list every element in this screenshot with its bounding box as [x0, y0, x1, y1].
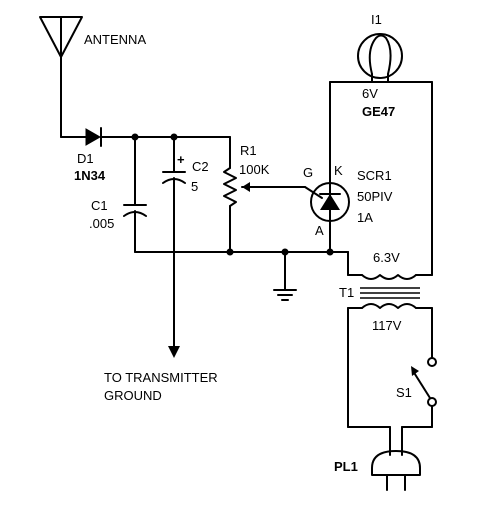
cathode-label: K — [334, 163, 343, 178]
d1-part-label: 1N34 — [74, 168, 106, 183]
capacitor-c1 — [123, 136, 147, 253]
c2-polarity-label: + — [177, 152, 185, 167]
lamp-voltage-label: 6V — [362, 86, 378, 101]
potentiometer-r1 — [223, 136, 306, 253]
scr-rating-label: 50PIV — [357, 189, 393, 204]
scr-current-label: 1A — [357, 210, 373, 225]
scr-ref-label: SCR1 — [357, 168, 392, 183]
c1-value-label: .005 — [89, 216, 114, 231]
c1-ref-label: C1 — [91, 198, 108, 213]
d1-ref-label: D1 — [77, 151, 94, 166]
antenna-symbol — [39, 16, 83, 138]
ground-note-line1: TO TRANSMITTER — [104, 370, 218, 385]
t1-ref-label: T1 — [339, 285, 354, 300]
lamp-i1 — [329, 33, 433, 83]
antenna-label: ANTENNA — [84, 32, 146, 47]
junction-dot — [226, 248, 234, 256]
c2-ref-label: C2 — [192, 159, 209, 174]
c2-value-label: 5 — [191, 179, 198, 194]
diode-d1 — [60, 127, 231, 147]
transformer-t1 — [347, 274, 433, 309]
pl1-ref-label: PL1 — [334, 459, 358, 474]
ground-note-line2: GROUND — [104, 388, 162, 403]
t1-secondary-label: 6.3V — [373, 250, 400, 265]
lamp-ref-label: I1 — [371, 12, 382, 27]
capacitor-c2 — [162, 136, 186, 358]
gate-label: G — [303, 165, 313, 180]
anode-label: A — [315, 223, 324, 238]
ground-icon — [273, 251, 297, 301]
r1-value-label: 100K — [239, 162, 270, 177]
t1-primary-label: 117V — [372, 318, 402, 333]
s1-ref-label: S1 — [396, 385, 412, 400]
lamp-part-label: GE47 — [362, 104, 395, 119]
ground-arrow-icon — [168, 346, 180, 358]
plug-pl1 — [371, 450, 421, 491]
switch-s1 — [411, 366, 431, 399]
scr1-thyristor — [304, 81, 350, 253]
r1-ref-label: R1 — [240, 143, 257, 158]
